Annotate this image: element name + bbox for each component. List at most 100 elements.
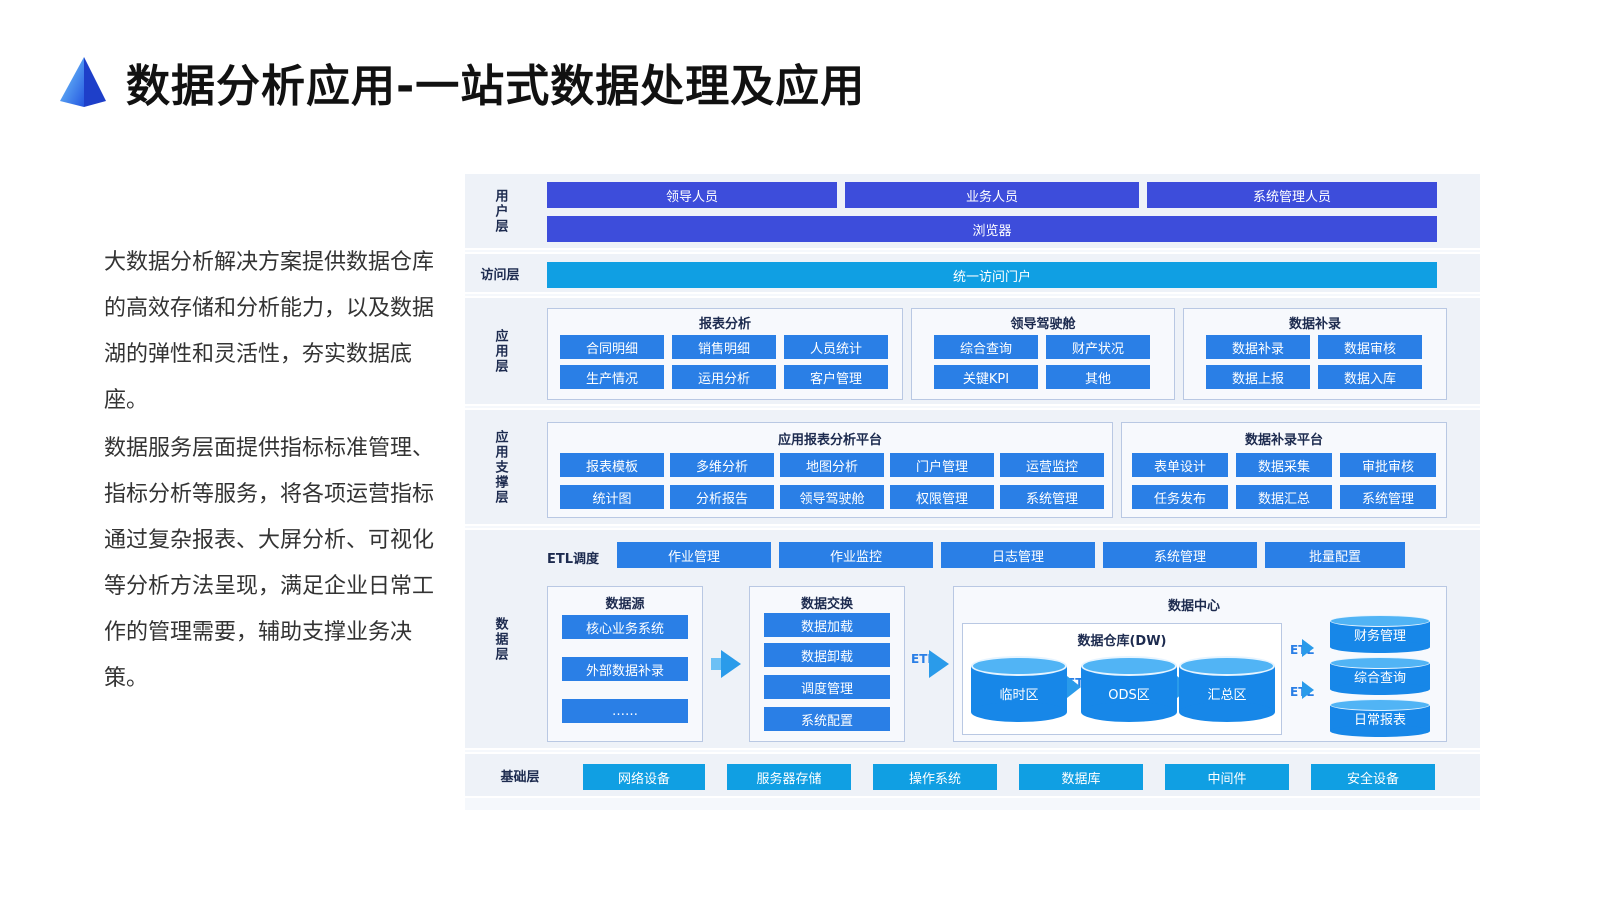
data-source-group: 数据源 核心业务系统 外部数据补录 …… (547, 586, 703, 742)
base-item: 安全设备 (1311, 764, 1435, 790)
user-layer-label: 用户层 (492, 188, 508, 234)
support-item: 统计图 (560, 485, 664, 509)
base-item: 数据库 (1019, 764, 1143, 790)
data-supplement-group: 数据补录 数据补录 数据审核 数据上报 数据入库 (1183, 308, 1447, 400)
role-sysadmin: 系统管理人员 (1147, 182, 1437, 208)
etl-item: 批量配置 (1265, 542, 1405, 568)
cylinder-label: 临时区 (999, 688, 1039, 703)
supplement-platform-group: 数据补录平台 表单设计 数据采集 审批审核 任务发布 数据汇总 系统管理 (1121, 422, 1447, 518)
group-title: 领导驾驶舱 (1010, 317, 1076, 332)
intro-paragraph-1: 大数据分析解决方案提供数据仓库的高效存储和分析能力，以及数据湖的弹性和灵活性，夯… (104, 250, 435, 413)
access-layer-label: 访问层 (480, 267, 520, 283)
app-item: 销售明细 (672, 335, 776, 359)
cylinder-label: ODS区 (1108, 688, 1150, 703)
intro-paragraph-2: 数据服务层面提供指标标准管理、指标分析等服务，将各项运营指标通过复杂报表、大屏分… (104, 436, 435, 691)
flow-arrow-icon (1067, 676, 1081, 698)
etl-item: 作业管理 (617, 542, 771, 568)
group-title: 数据补录 (1288, 317, 1341, 332)
browser-bar: 浏览器 (547, 216, 1437, 242)
app-item: 关键KPI (934, 365, 1038, 389)
cylinder-label: 汇总区 (1207, 688, 1247, 703)
cylinder-label: 财务管理 (1353, 629, 1406, 644)
base-item: 中间件 (1165, 764, 1289, 790)
application-layer-label: 应用层 (492, 328, 508, 374)
app-item: 数据审核 (1318, 335, 1422, 359)
base-item: 操作系统 (873, 764, 997, 790)
etl-item: 作业监控 (779, 542, 933, 568)
summary-zone-db-icon: 汇总区 (1179, 656, 1275, 722)
app-item: 合同明细 (560, 335, 664, 359)
cylinder-label: 综合查询 (1353, 671, 1406, 686)
base-layer-label: 基础层 (500, 769, 540, 785)
support-item: 地图分析 (780, 453, 884, 477)
exchange-item: 数据卸载 (764, 643, 890, 667)
app-item: 数据上报 (1206, 365, 1310, 389)
support-item: 表单设计 (1132, 453, 1228, 477)
app-item: 财产状况 (1046, 335, 1150, 359)
access-layer: 访问层 统一访问门户 (465, 252, 1480, 294)
flow-arrow-icon (1302, 681, 1314, 699)
intro-text: 大数据分析解决方案提供数据仓库的高效存储和分析能力，以及数据湖的弹性和灵活性，夯… (104, 240, 444, 704)
support-item: 运营监控 (1000, 453, 1104, 477)
support-item: 系统管理 (1000, 485, 1104, 509)
report-analysis-group: 报表分析 合同明细 销售明细 人员统计 生产情况 运用分析 客户管理 (547, 308, 903, 400)
support-item: 权限管理 (890, 485, 994, 509)
query-db-icon: 综合查询 (1330, 657, 1430, 695)
user-layer: 用户层 领导人员 业务人员 系统管理人员 浏览器 (465, 172, 1480, 250)
temp-zone-db-icon: 临时区 (971, 656, 1067, 722)
group-title: 应用报表分析平台 (777, 433, 882, 448)
source-item: …… (562, 699, 688, 723)
role-leader: 领导人员 (547, 182, 837, 208)
ods-zone-db-icon: ODS区 (1081, 656, 1177, 722)
base-item: 网络设备 (583, 764, 705, 790)
application-layer: 应用层 报表分析 合同明细 销售明细 人员统计 生产情况 运用分析 客户管理 领… (465, 296, 1480, 406)
pyramid-icon (60, 57, 106, 107)
data-warehouse-group: 数据仓库(DW) 临时区 ETL ODS区 ETL 汇总区 (962, 623, 1282, 735)
support-item: 系统管理 (1340, 485, 1436, 509)
app-item: 人员统计 (784, 335, 888, 359)
flow-arrow-icon (929, 650, 949, 678)
exchange-item: 系统配置 (764, 707, 890, 731)
support-item: 任务发布 (1132, 485, 1228, 509)
etl-schedule-label: ETL调度 (547, 552, 600, 567)
group-title: 数据交换 (800, 597, 853, 612)
group-title: 数据仓库(DW) (1077, 634, 1167, 649)
app-item: 其他 (1046, 365, 1150, 389)
data-center-group: 数据中心 数据仓库(DW) 临时区 ETL ODS区 ETL 汇总区 (953, 586, 1447, 742)
group-title: 数据补录平台 (1244, 433, 1323, 448)
support-item: 数据汇总 (1236, 485, 1332, 509)
app-item: 数据入库 (1318, 365, 1422, 389)
finance-db-icon: 财务管理 (1330, 615, 1430, 653)
flow-arrow-icon (1302, 639, 1314, 657)
support-item: 分析报告 (670, 485, 774, 509)
group-title: 报表分析 (698, 317, 751, 332)
data-layer-label: 数据层 (492, 616, 508, 662)
role-business: 业务人员 (845, 182, 1139, 208)
support-item: 数据采集 (1236, 453, 1332, 477)
cylinder-label: 日常报表 (1353, 713, 1406, 728)
data-exchange-group: 数据交换 数据加载 数据卸载 调度管理 系统配置 (749, 586, 905, 742)
app-item: 数据补录 (1206, 335, 1310, 359)
base-item: 服务器存储 (727, 764, 851, 790)
support-item: 多维分析 (670, 453, 774, 477)
group-title: 数据中心 (1167, 599, 1220, 614)
support-item: 领导驾驶舱 (780, 485, 884, 509)
app-item: 客户管理 (784, 365, 888, 389)
daily-report-db-icon: 日常报表 (1330, 699, 1430, 737)
exchange-item: 调度管理 (764, 675, 890, 699)
source-item: 外部数据补录 (562, 657, 688, 681)
title-bar: 数据分析应用-一站式数据处理及应用 (60, 50, 865, 114)
support-item: 审批审核 (1340, 453, 1436, 477)
base-layer: 基础层 网络设备 服务器存储 操作系统 数据库 中间件 安全设备 (465, 752, 1480, 798)
support-item: 报表模板 (560, 453, 664, 477)
etl-item: 系统管理 (1103, 542, 1257, 568)
page-title: 数据分析应用-一站式数据处理及应用 (126, 61, 866, 112)
data-layer: 数据层 ETL调度 作业管理 作业监控 日志管理 系统管理 批量配置 数据源 核… (465, 528, 1480, 750)
flow-arrow-stem (711, 658, 721, 670)
support-layer-label: 应用支撑层 (492, 429, 508, 505)
group-title: 数据源 (605, 597, 645, 612)
exchange-item: 数据加载 (764, 613, 890, 637)
support-item: 门户管理 (890, 453, 994, 477)
etl-item: 日志管理 (941, 542, 1095, 568)
app-item: 综合查询 (934, 335, 1038, 359)
